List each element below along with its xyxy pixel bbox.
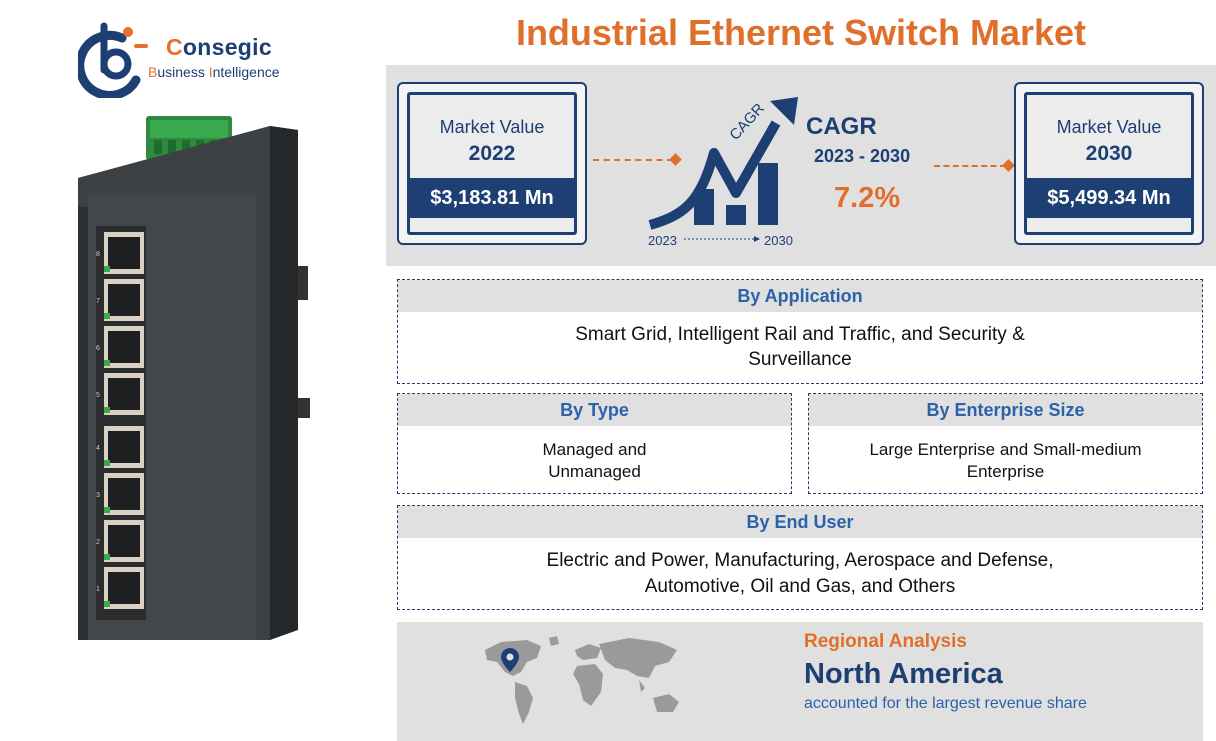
rj45-port: 3 [96,473,144,515]
market-value-2022-card: Market Value 2022 $3,183.81 Mn [397,82,587,245]
rj45-port: 4 [96,426,144,468]
port-column: 8 7 6 5 4 3 2 1 [96,226,206,620]
application-section: By Application Smart Grid, Intelligent R… [397,279,1203,384]
region-name: North America [804,658,1003,690]
connector-right [934,165,1006,167]
enterprise-section: By Enterprise Size Large Enterprise and … [808,393,1203,494]
regional-analysis-panel: Regional Analysis North America accounte… [397,622,1203,741]
market-value-2030-label: Market Value [1056,117,1162,137]
cagr-end-year: 2030 [764,233,793,248]
market-value-2022-inner: Market Value 2022 $3,183.81 Mn [407,92,577,235]
end-user-section: By End User Electric and Power, Manufact… [397,505,1203,610]
connector-right-diamond [1002,159,1015,172]
port-number: 5 [96,392,100,399]
port-number: 1 [96,586,100,593]
region-description: accounted for the largest revenue share [804,695,1087,712]
rj45-ports: 8 7 6 5 4 3 2 1 [96,232,144,609]
market-value-2030-inner: Market Value 2030 $5,499.34 Mn [1024,92,1194,235]
market-value-2022-year: 2022 [468,142,516,165]
connector-left [593,159,673,161]
market-value-2022-label: Market Value [439,117,545,137]
brand-subtitle-ntelligence: ntelligence [212,64,280,80]
application-text: Smart Grid, Intelligent Rail and Traffic… [575,324,1025,370]
location-pin-icon [501,648,519,672]
rj45-port: 2 [96,520,144,562]
cagr-title: CAGR [806,113,877,140]
port-number: 3 [96,492,100,499]
rj45-port: 7 [96,279,144,321]
cagr-years: 2023 - 2030 [814,146,911,166]
consegic-logo-icon [78,22,148,98]
enterprise-heading: By Enterprise Size [809,394,1202,426]
market-value-2030-card: Market Value 2030 $5,499.34 Mn [1014,82,1204,245]
port-number: 7 [96,298,100,305]
page-title: Industrial Ethernet Switch Market [515,12,1087,53]
cagr-start-year: 2023 [648,233,677,248]
port-number: 8 [96,251,100,258]
brand-logo: Consegic Business Intelligence [78,18,308,98]
type-text: Managed and Unmanaged [542,440,647,481]
rj45-port: 1 [96,567,144,609]
market-value-2030-year: 2030 [1085,142,1133,165]
application-heading: By Application [398,280,1202,312]
market-value-2022-amount: $3,183.81 Mn [410,178,574,218]
type-section: By Type Managed and Unmanaged [397,393,792,494]
brand-subtitle-usiness: usiness [157,64,209,80]
cagr-arrow-label: CAGR [726,100,768,144]
market-value-panel: Market Value 2022 $3,183.81 Mn CAGR 2023… [386,65,1216,266]
end-user-heading: By End User [398,506,1202,538]
growth-chart-icon: CAGR [648,97,798,242]
port-number: 6 [96,345,100,352]
rj45-port: 6 [96,326,144,368]
ethernet-switch-image: 8 7 6 5 4 3 2 1 [70,110,320,660]
brand-name-rest: onsegic [182,34,272,60]
brand-subtitle-i: I [208,64,213,80]
world-map-icon [485,636,679,724]
end-user-text: Electric and Power, Manufacturing, Aeros… [546,550,1054,597]
cagr-value: 7.2% [834,182,901,214]
type-heading: By Type [398,394,791,426]
port-number: 2 [96,539,100,546]
rj45-port: 5 [96,373,144,415]
brand-name: Consegic [166,34,272,61]
port-number: 4 [96,445,100,452]
enterprise-text: Large Enterprise and Small-medium Enterp… [869,440,1142,481]
brand-subtitle: Business Intelligence [148,64,280,80]
brand-name-initial: C [166,34,183,60]
market-value-2030-amount: $5,499.34 Mn [1027,178,1191,218]
brand-subtitle-b: B [148,64,158,80]
regional-analysis-label: Regional Analysis [804,631,967,652]
rj45-port: 8 [96,232,144,274]
